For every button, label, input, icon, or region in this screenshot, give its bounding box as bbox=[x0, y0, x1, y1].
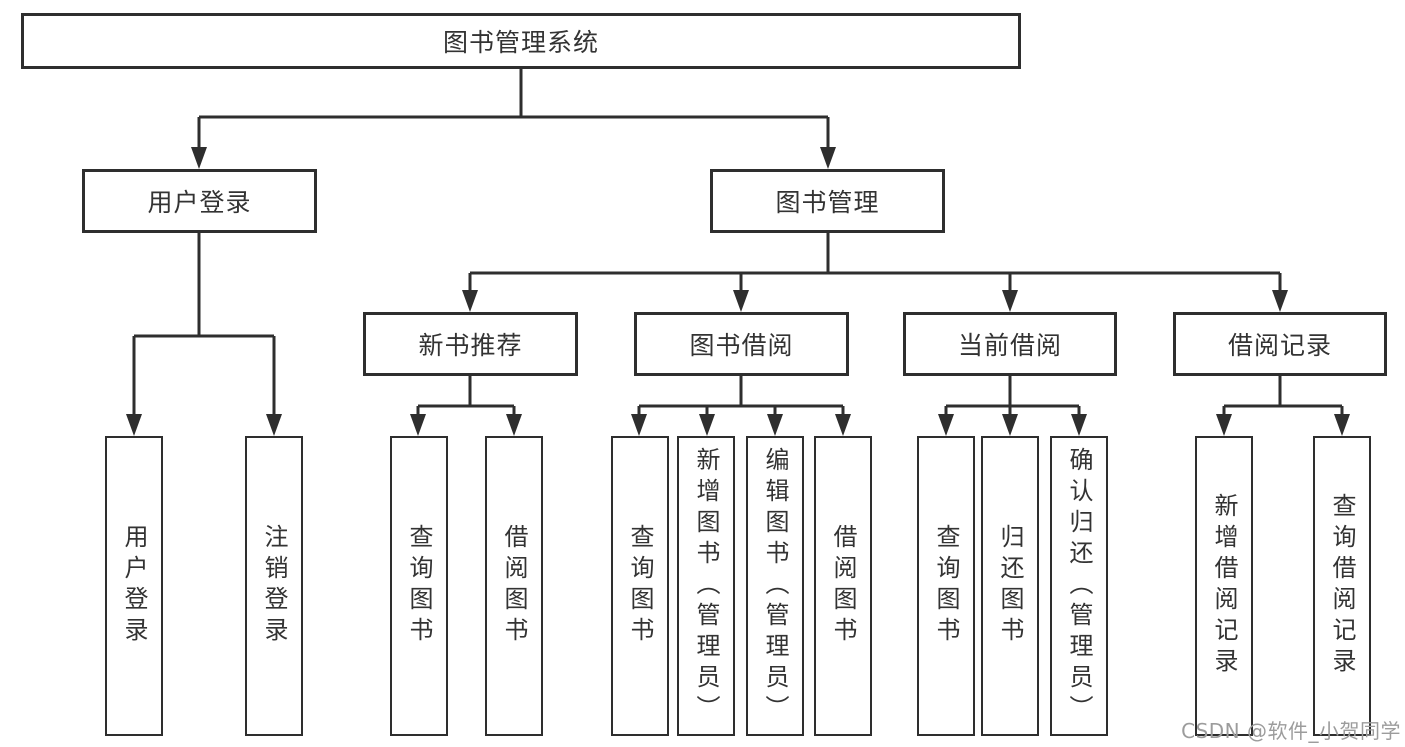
leaf-query-books-2: 查询图书 bbox=[611, 436, 669, 736]
node-label: 图书借阅 bbox=[689, 331, 794, 360]
node-label: 图书管理系统 bbox=[442, 28, 599, 57]
node-borrowing-records: 借阅记录 bbox=[1173, 312, 1387, 376]
leaf-confirm-return-admin: 确认归还（管理员） bbox=[1050, 436, 1108, 736]
leaf-add-borrow-record: 新增借阅记录 bbox=[1195, 436, 1253, 736]
leaf-label: 借阅图书 bbox=[500, 524, 528, 648]
node-library-management-system: 图书管理系统 bbox=[21, 13, 1021, 69]
leaf-label: 新增图书（管理员） bbox=[692, 446, 720, 726]
csdn-watermark: CSDN @软件_小贺同学 bbox=[1181, 719, 1401, 743]
leaf-query-books-3: 查询图书 bbox=[917, 436, 975, 736]
leaf-query-borrow-record: 查询借阅记录 bbox=[1313, 436, 1371, 736]
leaf-label: 查询图书 bbox=[405, 524, 433, 648]
leaf-label: 确认归还（管理员） bbox=[1065, 446, 1093, 726]
node-label: 新书推荐 bbox=[418, 331, 523, 360]
leaf-query-books: 查询图书 bbox=[390, 436, 448, 736]
leaf-return-books: 归还图书 bbox=[981, 436, 1039, 736]
leaf-label: 查询借阅记录 bbox=[1328, 493, 1356, 679]
leaf-label: 查询图书 bbox=[626, 524, 654, 648]
node-new-book-recommendation: 新书推荐 bbox=[363, 312, 578, 376]
leaf-logout-login: 注销登录 bbox=[245, 436, 303, 736]
node-current-borrowing: 当前借阅 bbox=[903, 312, 1117, 376]
leaf-edit-books-admin: 编辑图书（管理员） bbox=[746, 436, 804, 736]
leaf-user-login: 用户登录 bbox=[105, 436, 163, 736]
leaf-borrow-books-2: 借阅图书 bbox=[814, 436, 872, 736]
leaf-label: 归还图书 bbox=[996, 524, 1024, 648]
node-label: 当前借阅 bbox=[957, 331, 1062, 360]
node-user-login: 用户登录 bbox=[82, 169, 317, 233]
leaf-label: 注销登录 bbox=[260, 524, 288, 648]
leaf-label: 借阅图书 bbox=[829, 524, 857, 648]
node-label: 用户登录 bbox=[147, 188, 252, 217]
node-book-borrowing: 图书借阅 bbox=[634, 312, 849, 376]
leaf-label: 用户登录 bbox=[120, 524, 148, 648]
leaf-borrow-books: 借阅图书 bbox=[485, 436, 543, 736]
leaf-add-books-admin: 新增图书（管理员） bbox=[677, 436, 735, 736]
leaf-label: 新增借阅记录 bbox=[1210, 493, 1238, 679]
node-label: 借阅记录 bbox=[1227, 331, 1332, 360]
node-label: 图书管理 bbox=[775, 188, 880, 217]
node-book-management: 图书管理 bbox=[710, 169, 945, 233]
leaf-label: 查询图书 bbox=[932, 524, 960, 648]
leaf-label: 编辑图书（管理员） bbox=[761, 446, 789, 726]
